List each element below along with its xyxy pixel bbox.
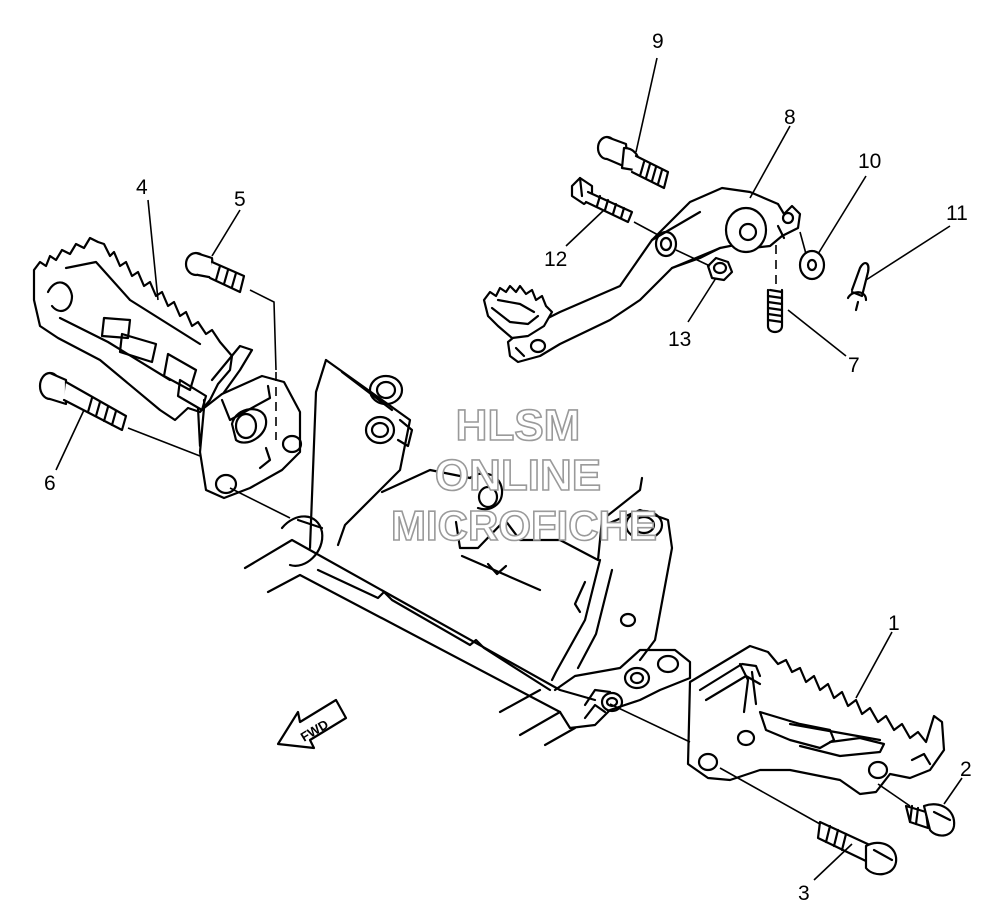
callout-labels: 1 2 3 4 5 6 7 8 9 10 11 12 13 — [44, 30, 972, 905]
callout-11: 11 — [946, 202, 968, 225]
return-spring — [766, 240, 784, 334]
callout-8: 8 — [784, 106, 796, 129]
callout-12: 12 — [544, 248, 567, 271]
brake-pedal — [482, 186, 802, 364]
assembly-lines — [127, 221, 911, 825]
frame — [243, 358, 692, 747]
callout-2: 2 — [960, 758, 972, 781]
washer — [798, 249, 826, 281]
watermark-line-3: MICROFICHE — [391, 502, 657, 549]
watermark-line-2: ONLINE — [435, 451, 601, 500]
callout-6: 6 — [44, 472, 56, 495]
callout-13: 13 — [668, 328, 691, 351]
pivot-bolt — [596, 135, 670, 190]
callout-7: 7 — [848, 354, 860, 377]
callout-5: 5 — [234, 188, 246, 211]
cotter-pin — [846, 262, 870, 312]
bolt-5 — [184, 251, 246, 294]
watermark-line-1: HLSM — [456, 401, 581, 450]
bolt-3 — [816, 820, 898, 876]
callout-3: 3 — [798, 882, 810, 905]
callout-9: 9 — [652, 30, 664, 53]
bolt-2 — [904, 803, 956, 837]
right-footpeg — [686, 644, 946, 796]
bolt-6 — [38, 371, 128, 432]
left-footpeg — [32, 236, 303, 500]
callout-1: 1 — [888, 612, 900, 635]
watermark: HLSM ONLINE MICROFICHE — [390, 400, 658, 550]
callout-4: 4 — [136, 176, 148, 199]
fwd-arrow: FWD — [276, 698, 348, 750]
nut — [706, 256, 734, 282]
callout-leaders — [55, 57, 963, 881]
adjuster-bolt — [570, 176, 634, 224]
callout-10: 10 — [858, 150, 881, 173]
